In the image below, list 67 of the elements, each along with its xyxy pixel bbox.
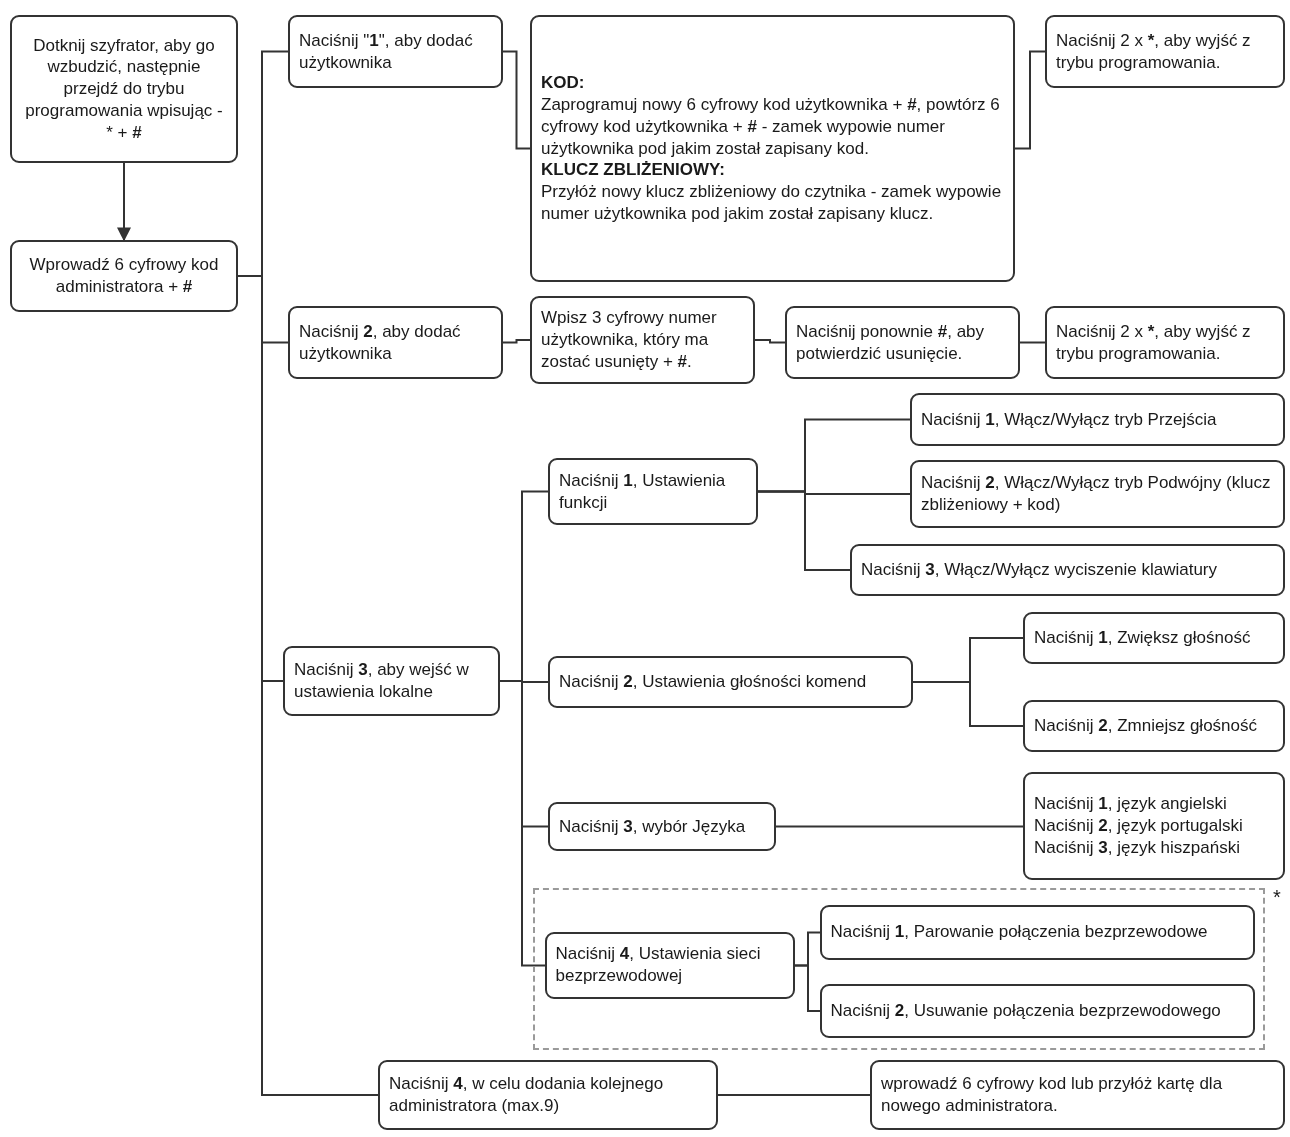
process-box (819, 983, 1255, 1038)
connector-line (757, 490, 851, 571)
box-text: Naciśnij 1, Zwiększ głośność (1034, 627, 1252, 649)
box-text: Zaprogramuj nowy 6 cyfrowy kod użytkownika + #, powtórz 6 cyfrowy kod użytkownika + # - zamek wypowie numer użytkownika pod jakim został zapisany kod. (541, 94, 1001, 160)
connector-line (754, 339, 786, 344)
box-text: Naciśnij 2, aby dodać użytkownika (299, 320, 462, 365)
process-box (819, 904, 1255, 960)
process-box (10, 240, 238, 312)
process-box (1045, 306, 1285, 379)
box-text: Naciśnij ponownie #, aby potwierdzić usunięcie. (796, 320, 986, 365)
process-box (530, 15, 1015, 282)
process-box (548, 656, 913, 708)
box-text: Naciśnij 2, Włącz/Wyłącz tryb Podwójny (klucz zbliżeniowy + kod) (921, 472, 1272, 516)
footnote-mark: * (1273, 886, 1281, 909)
process-box (910, 393, 1285, 446)
box-text: Naciśnij 2 x *, aby wyjść z trybu programowania. (1056, 320, 1252, 365)
box-text: Dotknij szyfrator, aby go wzbudzić, następnie przejdź do trybu programowania wpisując - * + # (24, 34, 224, 144)
process-box (288, 306, 503, 379)
connector-line (794, 964, 821, 1012)
process-box (288, 15, 503, 88)
arrow (117, 162, 131, 242)
section-heading: KOD: (541, 72, 586, 95)
box-text: wprowadź 6 cyfrowy kod lub przyłóż kartę dla nowego administratora. (881, 1073, 1224, 1117)
box-text: Naciśnij 1, Włącz/Wyłącz tryb Przejścia (921, 408, 1218, 431)
process-box (870, 1060, 1285, 1130)
box-text: Naciśnij 2 x *, aby wyjść z trybu programowania. (1056, 29, 1252, 74)
box-text: Wpisz 3 cyfrowy numer użytkownika, który ma zostać usunięty + #. (541, 307, 718, 373)
box-text: Naciśnij 3, wybór Języka (559, 815, 747, 838)
box-text: Wprowadź 6 cyfrowy kod administratora + # (28, 254, 220, 298)
process-box (1023, 700, 1285, 752)
process-box (548, 458, 758, 525)
process-box (1023, 772, 1285, 880)
box-text: Naciśnij 2, Zmniejsz głośność (1034, 715, 1258, 737)
box-text: Naciśnij 3, język hiszpański (1034, 836, 1241, 859)
connector-line (717, 1094, 871, 1096)
box-text: Naciśnij 1, język angielski (1034, 793, 1228, 816)
dashed-group-box (533, 888, 1265, 1050)
process-box (785, 306, 1020, 379)
box-text: Naciśnij 3, aby wejść w ustawienia lokalne (294, 659, 470, 703)
connector-line (502, 50, 531, 150)
connector-line (1019, 341, 1046, 344)
connector-line (912, 681, 1024, 727)
box-text: Naciśnij 2, język portugalski (1034, 815, 1244, 837)
box-text: Naciśnij 1, Ustawienia funkcji (559, 469, 727, 514)
process-box (548, 802, 776, 851)
box-text: Naciśnij 3, Włącz/Wyłącz wyciszenie klawiatury (861, 559, 1218, 581)
connector-line (1014, 50, 1046, 150)
process-box (850, 544, 1285, 596)
box-text: Naciśnij 1, Parowanie połączenia bezprzewodowe (830, 921, 1209, 943)
connector-line (775, 825, 1024, 828)
process-box (544, 931, 795, 999)
process-box (1023, 612, 1285, 664)
process-box (10, 15, 238, 163)
box-text: Naciśnij 4, Ustawienia sieci bezprzewodowej (555, 943, 762, 987)
box-text: Naciśnij "1", aby dodać użytkownika (299, 29, 474, 74)
box-text: Przyłóż nowy klucz zbliżeniowy do czytnika - zamek wypowie numer użytkownika pod jakim został zapisany klucz. (541, 181, 1003, 225)
section-heading: KLUCZ ZBLIŻENIOWY: (541, 159, 726, 182)
connector-line (499, 680, 546, 967)
connector-line (502, 339, 531, 344)
process-box (910, 460, 1285, 528)
box-text: Naciśnij 2, Ustawienia głośności komend (559, 671, 868, 693)
process-box (530, 296, 755, 384)
box-text: Naciśnij 4, w celu dodania kolejnego administratora (max.9) (389, 1073, 665, 1117)
box-text: Naciśnij 2, Usuwanie połączenia bezprzewodowego (830, 999, 1222, 1022)
process-box (1045, 15, 1285, 88)
process-box (283, 646, 500, 716)
process-box (378, 1060, 718, 1130)
